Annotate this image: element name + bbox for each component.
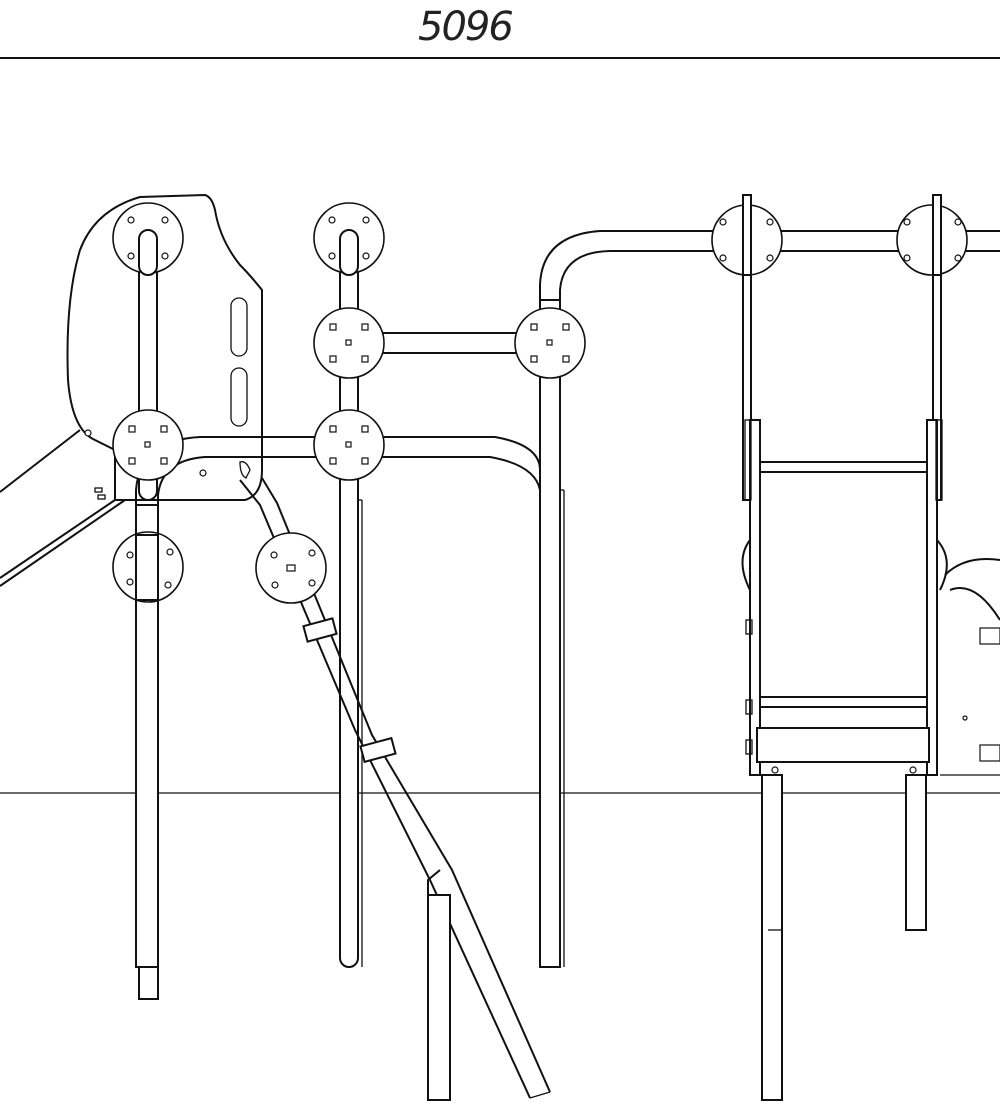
connector-plate bbox=[112, 409, 184, 481]
pole-clamp bbox=[302, 617, 338, 643]
upper-crossbar bbox=[379, 332, 519, 354]
left-ramp bbox=[0, 429, 126, 587]
post-3 bbox=[539, 299, 565, 968]
connector-plate bbox=[313, 409, 385, 481]
top-rail bbox=[539, 230, 1000, 305]
connector-plate bbox=[112, 531, 184, 603]
connector-plate bbox=[313, 202, 385, 276]
pole-clamp bbox=[359, 736, 397, 764]
post-1 bbox=[135, 229, 159, 1000]
connector-plate bbox=[313, 307, 385, 379]
right-ladder-frame bbox=[711, 194, 968, 1101]
connector-plate bbox=[112, 202, 184, 276]
connector-plate bbox=[514, 307, 586, 379]
diagonal-pole bbox=[239, 461, 551, 1101]
right-side-panel bbox=[940, 558, 1000, 776]
left-side-panel bbox=[66, 193, 263, 501]
panel-slot bbox=[230, 367, 248, 427]
overall-dimension-label: 5096 bbox=[418, 4, 512, 50]
panel-slot bbox=[230, 297, 248, 357]
